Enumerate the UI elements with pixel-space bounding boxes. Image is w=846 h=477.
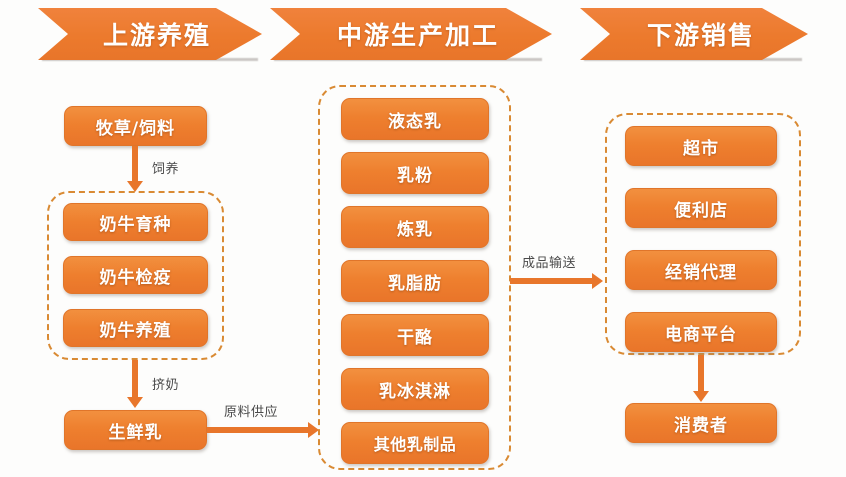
node-dairy-cow-breeding[interactable]: 奶牛育种 xyxy=(63,203,208,241)
group-midstream-processing xyxy=(318,85,511,470)
connector-feed-arrowhead xyxy=(127,181,143,192)
node-raw-fresh-milk[interactable]: 生鲜乳 xyxy=(64,410,207,450)
node-other-dairy-products[interactable]: 其他乳制品 xyxy=(341,422,489,464)
connector-finished-goods-label: 成品输送 xyxy=(522,256,577,271)
node-ecommerce-platform[interactable]: 电商平台 xyxy=(625,312,777,352)
connector-consumer-line xyxy=(698,355,704,393)
node-liquid-milk[interactable]: 液态乳 xyxy=(341,98,489,140)
node-cheese[interactable]: 干酪 xyxy=(341,314,489,356)
connector-milking-label: 挤奶 xyxy=(152,378,180,393)
connector-finished-goods-arrowhead xyxy=(592,273,603,289)
node-condensed-milk[interactable]: 炼乳 xyxy=(341,206,489,248)
group-upstream-breeding xyxy=(47,191,224,360)
banner-midstream: 中游生产加工 xyxy=(270,8,552,60)
node-dairy-cow-quarantine[interactable]: 奶牛检疫 xyxy=(63,256,208,294)
connector-consumer-arrowhead xyxy=(693,391,709,402)
banner-downstream: 下游销售 xyxy=(580,8,808,60)
group-downstream-sales xyxy=(605,113,801,355)
node-dairy-cow-farming[interactable]: 奶牛养殖 xyxy=(63,309,208,347)
connector-milking-arrowhead xyxy=(127,397,143,408)
connector-feed-label: 饲养 xyxy=(152,162,180,177)
node-milk-fat[interactable]: 乳脂肪 xyxy=(341,260,489,302)
node-distribution-agency[interactable]: 经销代理 xyxy=(625,250,777,290)
node-dairy-ice-cream[interactable]: 乳冰淇淋 xyxy=(341,368,489,410)
connector-feed-line xyxy=(132,146,138,183)
node-consumer[interactable]: 消费者 xyxy=(625,403,777,443)
connector-finished-goods-line xyxy=(510,278,595,284)
banner-midstream-label: 中游生产加工 xyxy=(336,21,499,50)
banner-downstream-label: 下游销售 xyxy=(646,21,755,50)
connector-raw-supply-label: 原料供应 xyxy=(224,405,279,420)
banner-upstream: 上游养殖 xyxy=(38,8,262,60)
connector-raw-supply-line xyxy=(207,427,310,433)
connector-raw-supply-arrowhead xyxy=(308,422,319,438)
connector-milking-line xyxy=(132,360,138,399)
node-forage-feed[interactable]: 牧草/饲料 xyxy=(64,106,207,146)
node-convenience-store[interactable]: 便利店 xyxy=(625,188,777,228)
banner-upstream-label: 上游养殖 xyxy=(102,21,211,50)
node-supermarket[interactable]: 超市 xyxy=(625,126,777,166)
node-milk-powder[interactable]: 乳粉 xyxy=(341,152,489,194)
